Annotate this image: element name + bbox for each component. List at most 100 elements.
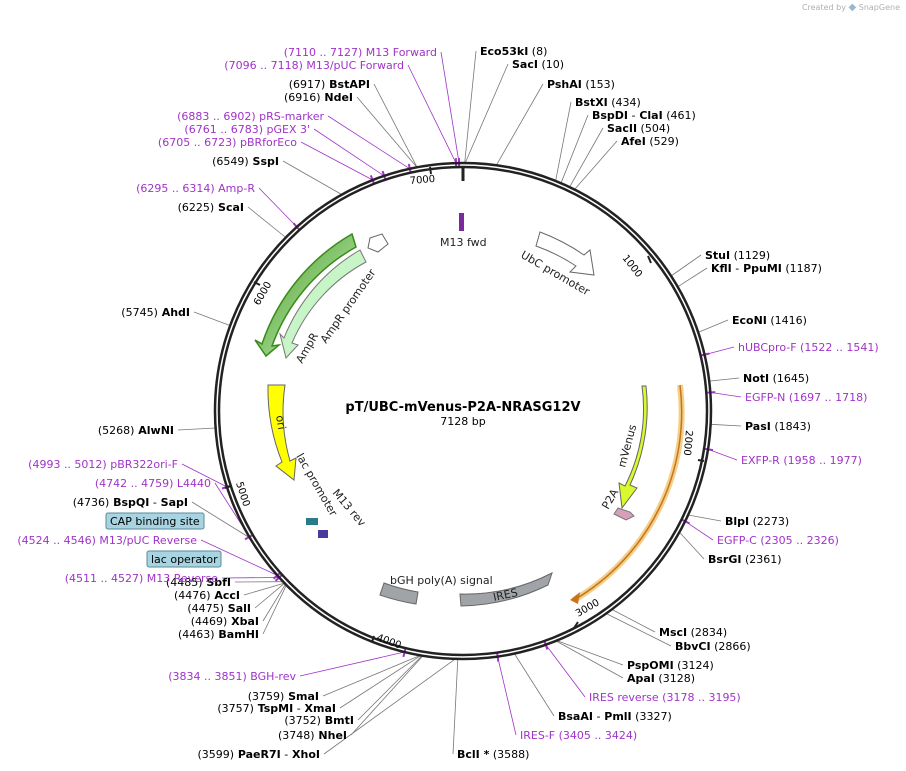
lac-operator-label: lac operator bbox=[151, 553, 218, 566]
enzyme-label-sali[interactable]: (4475) SalI bbox=[187, 602, 251, 615]
enzyme-label-stui[interactable]: StuI (1129) bbox=[705, 249, 770, 262]
enzyme-label-ndei[interactable]: (6916) NdeI bbox=[284, 91, 353, 104]
leader-line bbox=[710, 392, 742, 398]
enzyme-label-bcli-[interactable]: BclI * (3588) bbox=[457, 748, 529, 761]
enzyme-label-eco53ki[interactable]: Eco53kI (8) bbox=[480, 45, 547, 58]
primer-label-prs-marker[interactable]: (6883 .. 6902) pRS-marker bbox=[177, 110, 324, 123]
leader-line bbox=[300, 141, 373, 181]
enzyme-label-ahdi[interactable]: (5745) AhdI bbox=[121, 306, 190, 319]
leader-line bbox=[243, 582, 285, 596]
feature-ires[interactable] bbox=[459, 571, 553, 607]
enzyme-label-alwni[interactable]: (5268) AlwNI bbox=[98, 424, 174, 437]
feature-m13rev[interactable] bbox=[318, 530, 328, 538]
enzyme-label-saci[interactable]: SacI (10) bbox=[512, 58, 564, 71]
enzyme-label-bspdi[interactable]: BspDI - ClaI (461) bbox=[592, 109, 696, 122]
enzyme-label-bsrgi[interactable]: BsrGI (2361) bbox=[708, 553, 782, 566]
primer-label-l4440[interactable]: (4742 .. 4759) L4440 bbox=[95, 477, 211, 490]
leader-line bbox=[350, 655, 424, 736]
enzyme-label-sbfi[interactable]: (4485) SbfI bbox=[166, 576, 231, 589]
enzyme-label-bmti[interactable]: (3752) BmtI bbox=[284, 714, 354, 727]
feature-ubc-promoter[interactable] bbox=[535, 231, 595, 276]
enzyme-label-pasi[interactable]: PasI (1843) bbox=[745, 420, 811, 433]
lac-operator-box: lac operator bbox=[146, 550, 222, 568]
enzyme-label-bbvci[interactable]: BbvCI (2866) bbox=[675, 640, 751, 653]
enzyme-label-apai[interactable]: ApaI (3128) bbox=[627, 672, 695, 685]
leader-line bbox=[688, 514, 722, 522]
primer-label-m13-forward[interactable]: (7110 .. 7127) M13 Forward bbox=[284, 46, 437, 59]
enzyme-label-pspomi[interactable]: PspOMI (3124) bbox=[627, 659, 714, 672]
enzyme-label-bspqi[interactable]: (4736) BspQI - SapI bbox=[73, 496, 188, 509]
leader-line bbox=[327, 115, 411, 170]
enzyme-label-pshai[interactable]: PshAI (153) bbox=[547, 78, 615, 91]
enzyme-label-smai[interactable]: (3759) SmaI bbox=[248, 690, 319, 703]
plasmid-size: 7128 bp bbox=[440, 415, 485, 428]
feature-m13fwd[interactable] bbox=[459, 213, 464, 231]
enzyme-label-blpi[interactable]: BlpI (2273) bbox=[725, 515, 789, 528]
enzyme-label-acci[interactable]: (4476) AccI bbox=[174, 589, 240, 602]
primer-label-pbr322ori-f[interactable]: (4993 .. 5012) pBR322ori-F bbox=[28, 458, 178, 471]
leader-line bbox=[709, 377, 740, 382]
tick-label-7000: 7000 bbox=[409, 174, 435, 187]
feature-ampr[interactable] bbox=[254, 232, 357, 358]
feature-ori[interactable] bbox=[267, 384, 297, 481]
leader-line bbox=[407, 64, 457, 164]
leader-line bbox=[555, 101, 572, 181]
leader-line bbox=[200, 539, 278, 576]
feature-label-ori: ori bbox=[273, 414, 288, 430]
leader-line bbox=[282, 160, 343, 195]
site-labels: Eco53kI (8)SacI (10) PshAI (153) BstXI (43… bbox=[17, 45, 878, 761]
enzyme-label-tspmi[interactable]: (3757) TspMI - XmaI bbox=[217, 702, 336, 715]
primer-label-egfp-c[interactable]: EGFP-C (2305 .. 2326) bbox=[717, 534, 839, 547]
leader-line bbox=[322, 654, 421, 697]
leader-line bbox=[464, 50, 477, 164]
cap-binding-label: CAP binding site bbox=[110, 515, 200, 528]
primer-label-ires-reverse[interactable]: IRES reverse (3178 .. 3195) bbox=[589, 691, 741, 704]
feature-label-ampr: AmpR bbox=[293, 330, 321, 365]
feature-cap-site[interactable] bbox=[306, 518, 318, 525]
leader-line bbox=[495, 83, 544, 166]
primer-label-hubcpro-f[interactable]: hUBCpro-F (1522 .. 1541) bbox=[738, 341, 879, 354]
enzyme-label-afei[interactable]: AfeI (529) bbox=[621, 135, 679, 148]
leader-line bbox=[569, 127, 604, 188]
enzyme-label-bstapi[interactable]: (6917) BstAPI bbox=[289, 78, 370, 91]
enzyme-label-kfli[interactable]: KflI - PpuMI (1187) bbox=[711, 262, 822, 275]
feature-mvenus[interactable] bbox=[618, 385, 648, 510]
enzyme-label-econi[interactable]: EcoNI (1416) bbox=[732, 314, 807, 327]
feature-orf[interactable] bbox=[573, 384, 683, 601]
enzyme-label-sacii[interactable]: SacII (504) bbox=[607, 122, 670, 135]
enzyme-label-sspi[interactable]: (6549) SspI bbox=[212, 155, 279, 168]
snapgene-credit: Created by ◆ SnapGene bbox=[802, 2, 900, 13]
leader-line bbox=[670, 254, 702, 277]
primer-label-exfp-r[interactable]: EXFP-R (1958 .. 1977) bbox=[741, 454, 862, 467]
credit-brand: SnapGene bbox=[858, 3, 900, 12]
primer-label-egfp-n[interactable]: EGFP-N (1697 .. 1718) bbox=[745, 391, 867, 404]
primer-label-m13-puc-forward[interactable]: (7096 .. 7118) M13/pUC Forward bbox=[224, 59, 404, 72]
leader-line bbox=[560, 114, 589, 184]
primer-label-m13-reverse[interactable]: (4511 .. 4527) M13 Reverse bbox=[65, 572, 218, 585]
feature-bgh[interactable] bbox=[379, 582, 419, 605]
primer-label-bgh-rev[interactable]: (3834 .. 3851) BGH-rev bbox=[168, 670, 296, 683]
leader-line bbox=[262, 584, 287, 635]
enzyme-label-msci[interactable]: MscI (2834) bbox=[659, 626, 727, 639]
leader-line bbox=[373, 83, 418, 168]
enzyme-label-nhei[interactable]: (3748) NheI bbox=[278, 729, 347, 742]
enzyme-label-bsaai[interactable]: BsaAI - PmlI (3327) bbox=[558, 710, 672, 723]
enzyme-label-paer7i[interactable]: (3599) PaeR7I - XhoI bbox=[197, 748, 320, 761]
enzyme-label-bstxi[interactable]: BstXI (434) bbox=[575, 96, 641, 109]
enzyme-label-noti[interactable]: NotI (1645) bbox=[743, 372, 809, 385]
enzyme-label-scai[interactable]: (6225) ScaI bbox=[178, 201, 244, 214]
tick-6000 bbox=[253, 281, 261, 286]
primer-label-pbrforeco[interactable]: (6705 .. 6723) pBRforEco bbox=[158, 136, 297, 149]
enzyme-label-xbai[interactable]: (4469) XbaI bbox=[191, 615, 259, 628]
feature-ampr-promoter[interactable] bbox=[367, 233, 389, 253]
primer-label-pgex-3-[interactable]: (6761 .. 6783) pGEX 3' bbox=[184, 123, 310, 136]
enzyme-label-bamhi[interactable]: (4463) BamHI bbox=[178, 628, 259, 641]
tick-5000 bbox=[224, 485, 232, 489]
primer-label-ires-f[interactable]: IRES-F (3405 .. 3424) bbox=[520, 729, 637, 742]
leader-line bbox=[464, 63, 509, 164]
tick-label-1000: 1000 bbox=[620, 253, 644, 280]
primer-label-m13-puc-reverse[interactable]: (4524 .. 4546) M13/pUC Reverse bbox=[17, 534, 197, 547]
feature-p2a[interactable] bbox=[613, 507, 635, 521]
leader-line bbox=[181, 463, 228, 488]
primer-label-amp-r[interactable]: (6295 .. 6314) Amp-R bbox=[136, 182, 255, 195]
